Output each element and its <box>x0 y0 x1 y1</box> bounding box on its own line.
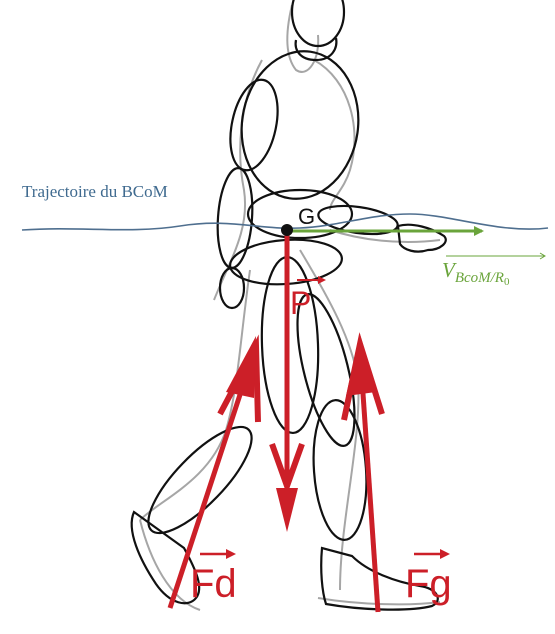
weight-arrow-head-2 <box>276 488 298 532</box>
velocity-label-subscript-index: 0 <box>504 276 510 288</box>
force-left-label: Fg <box>405 562 452 607</box>
force-right-label: Fd <box>190 562 237 607</box>
weight-label: P <box>290 285 311 322</box>
force-right-vector-bar-head <box>226 549 236 559</box>
torso <box>232 44 367 207</box>
force-left-arrow-head-2 <box>346 334 376 396</box>
velocity-label: VBcoM/R0 <box>442 258 509 283</box>
force-left-vector-bar-head <box>440 549 450 559</box>
shin-left <box>309 398 371 541</box>
hand-left <box>398 225 446 252</box>
velocity-label-subscript: BcoM/R <box>455 270 504 286</box>
hand-right <box>220 268 244 308</box>
upper-arm <box>223 75 285 174</box>
center-of-mass-point <box>281 224 293 236</box>
trajectory-label: Trajectoire du BCoM <box>22 182 168 202</box>
velocity-label-main: V <box>442 258 455 282</box>
center-of-mass-label: G <box>298 204 315 230</box>
